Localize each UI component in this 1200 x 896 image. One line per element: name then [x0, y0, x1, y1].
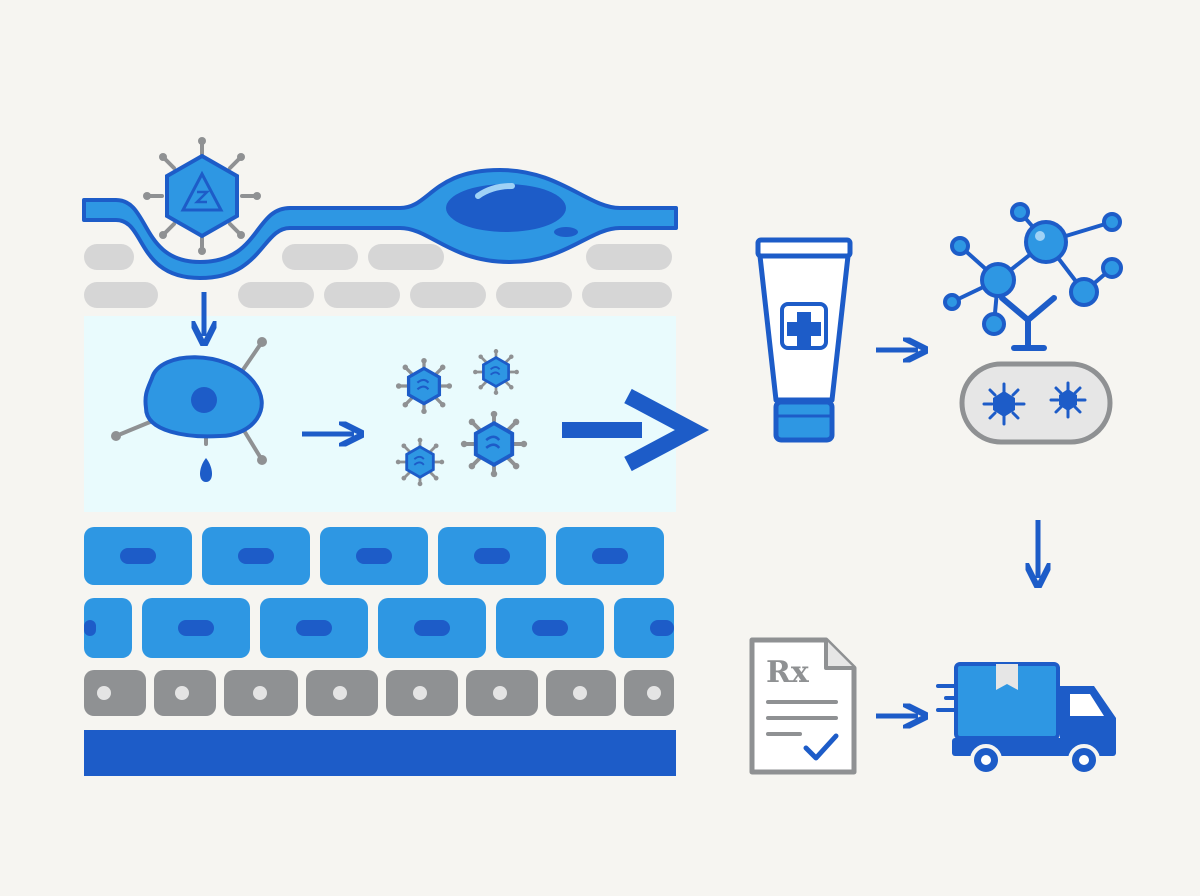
infected-cell-icon: [111, 337, 267, 482]
prescription-rx-symbol: Rx: [766, 655, 810, 690]
virus-icon: [143, 137, 261, 255]
stratum-gray-rows: [84, 244, 672, 308]
dermis-base: [84, 730, 676, 776]
skin-cross-section: [82, 137, 710, 776]
epidermis-cells-row-1: [84, 527, 664, 585]
delivery-truck-icon: [936, 662, 1116, 776]
blister-icon: [446, 183, 578, 237]
antibody-icon: [999, 295, 1057, 351]
arrow-to-treatment: [562, 388, 710, 472]
ointment-tube-icon: [755, 237, 853, 443]
basal-cells-row: [84, 670, 674, 716]
neutralized-virus-icon: [959, 361, 1113, 445]
epidermis-cells-row-2: [84, 598, 674, 658]
molecule-icon: [943, 202, 1123, 336]
prescription-document-icon: Rx: [749, 637, 857, 775]
